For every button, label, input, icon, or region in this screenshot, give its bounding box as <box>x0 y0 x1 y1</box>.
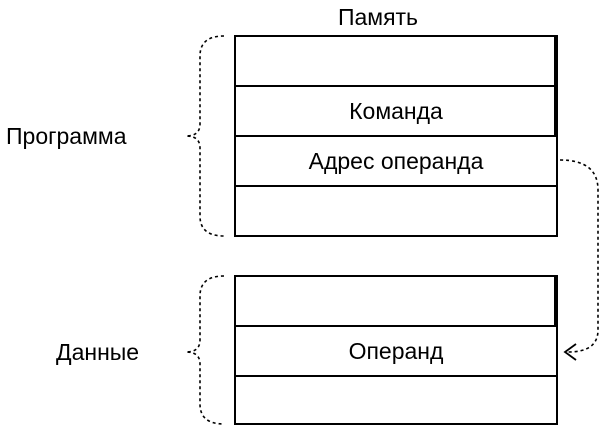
arrow-head-icon <box>563 343 577 361</box>
program-cell-4 <box>234 185 558 237</box>
program-cell-2 <box>234 85 558 137</box>
program-cell-text-2: Команда <box>349 98 443 124</box>
program-label: Программа <box>6 123 127 149</box>
memory-title: Память <box>338 4 418 30</box>
program-cell-3 <box>234 135 558 187</box>
program-block: Команда Адрес операнда <box>234 35 558 237</box>
data-brace <box>185 275 225 425</box>
data-cell-1 <box>234 275 558 327</box>
data-label: Данные <box>56 339 139 365</box>
data-cell-3 <box>234 375 558 425</box>
address-to-operand-arrow <box>559 159 599 353</box>
program-cell-text-3: Адрес операнда <box>309 148 484 174</box>
data-block: Операнд <box>234 275 558 425</box>
program-brace <box>185 35 225 237</box>
program-cell-1 <box>234 35 558 87</box>
data-cell-text-2: Операнд <box>349 338 444 364</box>
